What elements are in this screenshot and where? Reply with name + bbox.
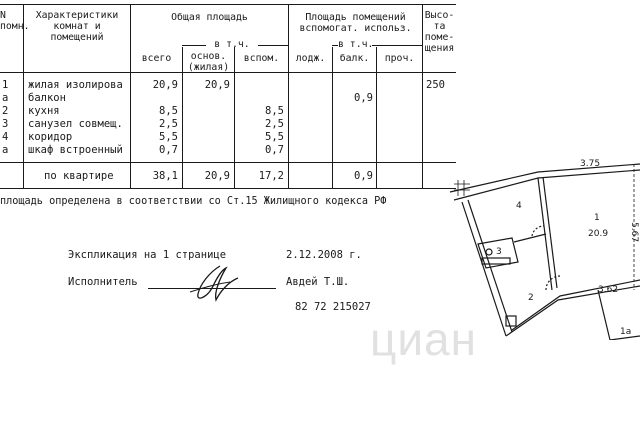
plan-tub (481, 257, 511, 265)
header-aux-incl: в т.ч. (338, 39, 374, 50)
floor-plan-drawing: 3.75 5.67 3.62 1 20.9 2 3 4 1а (449, 159, 640, 340)
row-1a-balc: 0,9 (354, 92, 373, 104)
legal-note: площадь определена в соответствии со Ст.… (0, 196, 387, 207)
document-date: 2.12.2008 г. (286, 249, 362, 261)
col-rule-1 (23, 4, 24, 189)
row-2-total: 8,5 (159, 105, 178, 117)
aux-sub-rule-2 (372, 45, 422, 46)
plan-room-2-no: 2 (528, 293, 534, 303)
total-row-balc: 0,9 (354, 170, 373, 182)
executor-name: Авдей Т.Ш. (286, 276, 350, 288)
header-area-all: всего (141, 53, 172, 64)
row-4a-aux: 0,7 (265, 144, 284, 156)
row-1-total: 20,9 (152, 79, 178, 91)
plan-room-3-no: 3 (496, 247, 502, 257)
explication-text: Экспликация на 1 странице (68, 249, 227, 261)
plan-bathroom (477, 237, 519, 269)
plan-corner-mark: 1а (620, 327, 631, 337)
col-rule-6 (332, 47, 333, 189)
row-3-no: 3 (2, 118, 9, 130)
row-3-aux: 2,5 (265, 118, 284, 130)
plan-balcony (597, 289, 640, 340)
header-height: Высо- та поме- щения (424, 10, 455, 54)
total-row-total: 38,1 (152, 170, 178, 182)
plan-partition-2 (513, 233, 547, 243)
plan-room-1-area: 20.9 (588, 229, 608, 239)
header-area-main: основ. (жилая) (187, 51, 230, 73)
area-sub-rule (182, 45, 206, 46)
row-4a-name: шкаф встроенный (28, 144, 123, 156)
signature (189, 265, 239, 302)
header-balcony: балк. (339, 53, 370, 64)
header-aux-group: Площадь помещений вспомогат. использ. (299, 12, 412, 34)
row-1-name: жилая изолирова (28, 79, 123, 91)
row-1-no: 1 (2, 79, 9, 91)
document-code: 82 72 215027 (295, 301, 371, 313)
aux-sub-rule (332, 45, 338, 46)
plan-dim-right: 5.67 (629, 222, 639, 242)
plan-left-wall (461, 201, 507, 337)
header-other: проч. (384, 53, 415, 64)
plan-grid (454, 180, 470, 196)
col-rule-7 (376, 47, 377, 189)
plan-partition-1b (542, 176, 558, 289)
row-2-name: кухня (28, 105, 60, 117)
col-rule-3 (182, 47, 183, 189)
header-loggia: лодж. (295, 53, 326, 64)
row-1a-no: а (2, 92, 9, 104)
total-row-label: по квартире (44, 170, 114, 182)
plan-bottom-wall-inner (511, 279, 640, 331)
row-4a-total: 0,7 (159, 144, 178, 156)
row-3-name: санузел совмещ. (28, 118, 123, 130)
row-3-total: 2,5 (159, 118, 178, 130)
plan-top-wall (449, 163, 640, 193)
plan-bottom-wall (505, 285, 640, 337)
row-4a-no: а (2, 144, 9, 156)
plan-room-1-no: 1 (594, 213, 600, 223)
plan-stove (505, 315, 517, 327)
row-4-name: коридор (28, 131, 73, 143)
col-rule-8 (422, 4, 423, 189)
row-1-main: 20,9 (204, 79, 230, 91)
table-top-border (0, 4, 456, 5)
plan-left-wall-inner (467, 199, 513, 333)
table-total-top (0, 162, 456, 163)
total-row-aux: 17,2 (258, 170, 284, 182)
area-sub-rule-2 (258, 45, 288, 46)
row-1a-name: балкон (28, 92, 66, 104)
row-4-no: 4 (2, 131, 9, 143)
row-1-height: 250 (426, 79, 445, 91)
executor-label: Исполнитель (68, 276, 138, 288)
plan-toilet (485, 248, 493, 256)
header-characteristics: Характеристики комнат и помещений (35, 10, 119, 43)
table-header-bottom (0, 72, 456, 73)
row-4-total: 5,5 (159, 131, 178, 143)
plan-dim-top: 3.75 (580, 159, 600, 169)
row-2-no: 2 (2, 105, 9, 117)
col-rule-4 (234, 47, 235, 189)
row-2-aux: 8,5 (265, 105, 284, 117)
plan-dim-bottom: 3.62 (598, 285, 618, 295)
header-area-incl: в т.ч. (214, 39, 250, 50)
plan-room-4-no: 4 (516, 201, 522, 211)
plan-door-1 (531, 225, 545, 237)
total-row-main: 20,9 (204, 170, 230, 182)
table-bottom-border (0, 188, 456, 189)
header-room-no: N помн. (0, 10, 30, 32)
header-total-area: Общая площадь (171, 12, 248, 23)
header-area-aux: вспом. (243, 53, 280, 64)
col-rule-2 (130, 4, 131, 189)
plan-door-2 (545, 275, 561, 291)
watermark-logo: циан (370, 313, 478, 365)
row-4-aux: 5,5 (265, 131, 284, 143)
col-rule-5 (288, 4, 289, 189)
